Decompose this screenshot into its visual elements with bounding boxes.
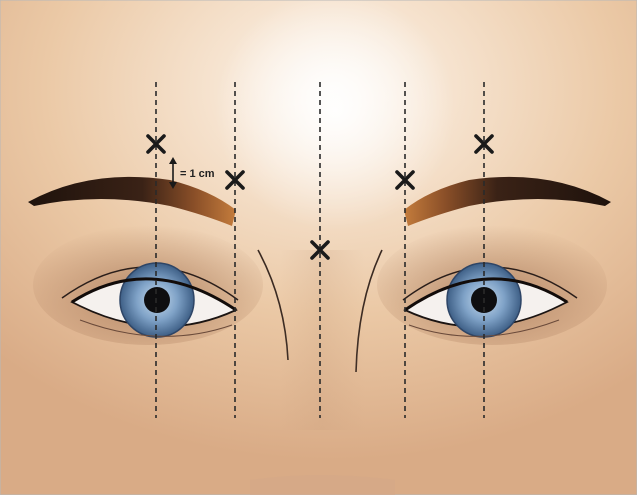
- forehead-highlight: [215, 0, 455, 230]
- left-pupil: [144, 287, 170, 313]
- measurement-label: = 1 cm: [180, 168, 215, 180]
- nose-shading: [280, 250, 365, 430]
- nose-tip-shadow: [250, 475, 395, 495]
